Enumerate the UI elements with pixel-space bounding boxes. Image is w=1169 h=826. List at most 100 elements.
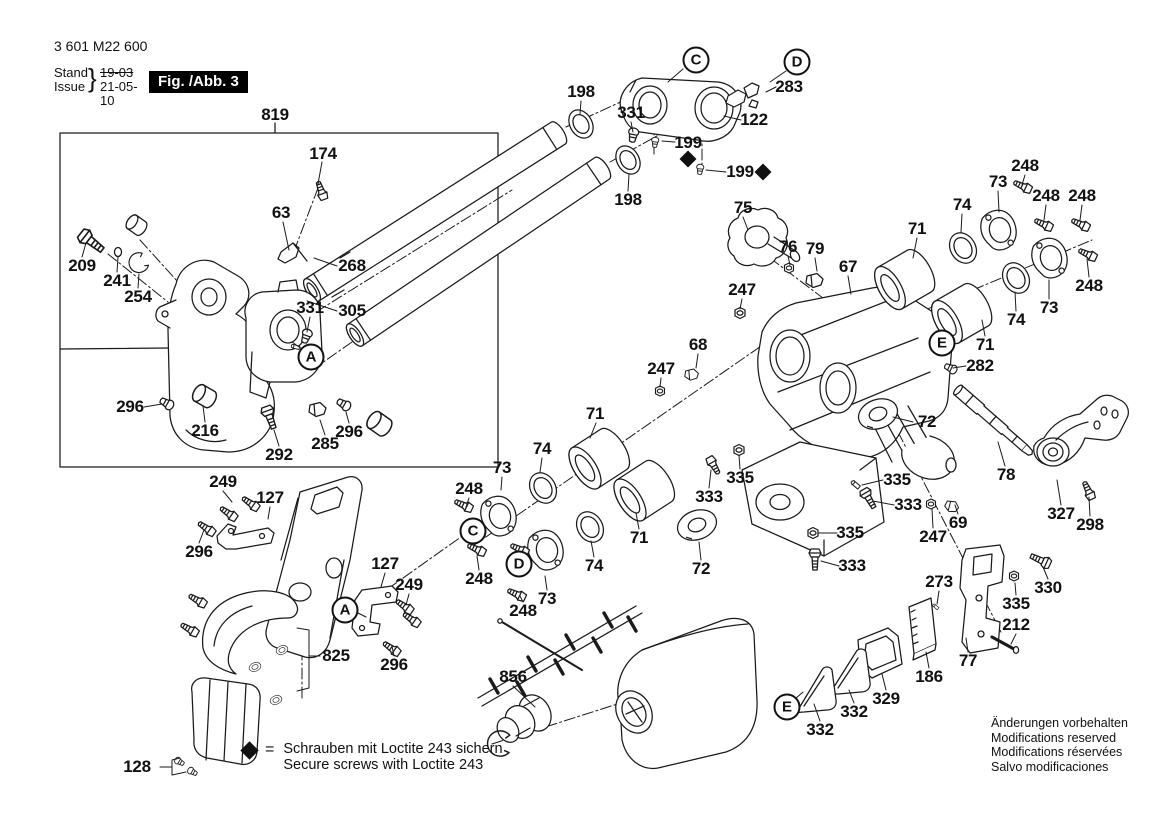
part-label-198: 198 [614,190,642,209]
screw-174 [312,179,330,202]
part-label-249: 249 [209,472,237,491]
part-label-73: 73 [537,589,557,608]
part-label-333: 333 [695,487,723,506]
part-label-73: 73 [492,458,512,477]
part-label-248: 248 [1068,186,1096,205]
part-label-248: 248 [1011,156,1039,175]
figure-badge: Fig. /Abb. 3 [149,71,248,93]
part-label-76: 76 [778,237,798,256]
screw-331-top [626,126,640,144]
part-label-241: 241 [103,271,131,290]
note-es: Salvo modificaciones [991,759,1109,774]
part-label-247: 247 [728,280,756,299]
ring-198-upper [563,104,599,144]
part-label-71: 71 [975,335,995,354]
part-label-329: 329 [872,689,900,708]
clamp-link-122 [619,77,742,142]
carriage-base-plate [741,441,885,557]
part-label-335: 335 [836,523,864,542]
ref-letter-A: A [331,596,359,624]
part-label-216: 216 [191,421,219,440]
part-label-73: 73 [988,172,1008,191]
screw-199-b [695,163,705,176]
part-label-333: 333 [894,495,922,514]
legend-line-de: Schrauben mit Loctite 243 sichern [283,741,503,757]
part-label-298: 298 [1076,515,1104,534]
part-label-268: 268 [338,256,366,275]
part-label-74: 74 [1006,310,1026,329]
screw-209 [75,226,108,257]
part-label-199: 199 [674,133,702,152]
guide-rail-tube-lower [345,156,612,347]
part-label-209: 209 [68,256,96,275]
nut-247-b [654,385,666,397]
part-label-296: 296 [380,655,408,674]
star-knob-75 [727,207,801,267]
part-label-74: 74 [584,556,604,575]
carriage-body-67 [757,286,957,480]
bushing-top [123,212,150,239]
ref-letter-D: D [505,550,533,578]
part-label-273: 273 [925,572,953,591]
part-label-332: 332 [806,720,834,739]
bracket-77-group [796,544,1054,714]
part-label-71: 71 [629,528,649,547]
brace-glyph: } [88,63,97,93]
part-label-248: 248 [1032,186,1060,205]
part-label-77: 77 [958,651,978,670]
part-label-331: 331 [617,103,645,122]
clip-79 [805,272,824,289]
part-label-122: 122 [740,110,768,129]
part-label-75: 75 [733,198,753,217]
terminal-clip-283 [725,82,760,109]
part-label-186: 186 [915,667,943,686]
note-fr: Modifications réservées [991,745,1123,759]
guide-rail-tube-upper [302,121,568,302]
modification-notes: Änderungen vorbehalten Modifications res… [991,716,1128,774]
part-label-79: 79 [805,239,825,258]
screw-199-a [650,136,660,149]
part-label-249: 249 [395,575,423,594]
part-label-331: 331 [296,298,324,317]
part-label-296: 296 [335,422,363,441]
part-label-282: 282 [966,356,994,375]
pivot-arm-casting [155,259,276,453]
part-label-72: 72 [917,412,937,431]
issue-date: 21-05-10 [100,79,138,108]
part-label-247: 247 [647,359,675,378]
part-label-333: 333 [838,556,866,575]
part-label-335: 335 [726,468,754,487]
ring-198-lower [610,140,646,180]
part-label-296: 296 [185,542,213,561]
ref-letter-C: C [459,517,487,545]
part-label-248: 248 [455,479,483,498]
part-label-305: 305 [338,301,366,320]
part-label-198: 198 [567,82,595,101]
leader-lines [81,68,1091,776]
part-label-73: 73 [1039,298,1059,317]
issue-label: Issue [54,79,86,94]
guard-assembly-825 [172,476,363,778]
part-label-71: 71 [907,219,927,238]
ref-letter-A: A [297,343,325,371]
note-en: Modifications reserved [991,730,1117,745]
legend-equals: = [265,741,275,758]
part-label-285: 285 [311,434,339,453]
part-label-212: 212 [1002,615,1030,634]
part-label-72: 72 [691,559,711,578]
document-part-number: 3 601 M22 600 [54,38,148,54]
part-label-330: 330 [1034,578,1062,597]
loctite-legend: = Schrauben mit Loctite 243 sichern Secu… [240,741,503,773]
bracket-127-upper [195,493,275,550]
part-label-247: 247 [919,527,947,546]
part-label-856: 856 [499,667,527,686]
part-label-248: 248 [465,569,493,588]
lever-327 [1033,394,1129,467]
part-label-127: 127 [371,554,399,573]
part-label-254: 254 [124,287,152,306]
loctite-diamond-icon [240,741,259,760]
clip-285 [308,401,327,418]
bushing-right [363,408,396,440]
